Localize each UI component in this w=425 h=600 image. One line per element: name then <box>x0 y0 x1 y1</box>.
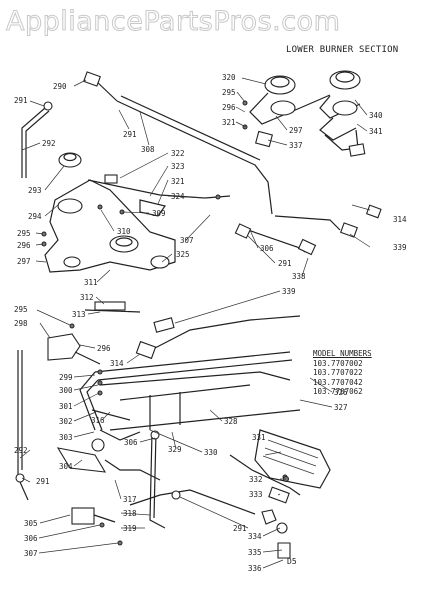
callout-291: 291 <box>233 524 247 533</box>
callout-325: 325 <box>176 250 190 259</box>
callout-319: 319 <box>123 524 137 533</box>
model-number: 103.7707022 <box>313 368 363 377</box>
section-title: LOWER BURNER SECTION <box>286 45 399 55</box>
callout-302: 302 <box>59 417 73 426</box>
callout-291: 291 <box>123 130 137 139</box>
callout-312: 312 <box>80 293 94 302</box>
callout-324: 324 <box>171 192 185 201</box>
callout-295: 295 <box>222 88 236 97</box>
callout-337: 337 <box>289 141 303 150</box>
callout-335: 335 <box>248 548 262 557</box>
callout-292: 292 <box>14 446 28 455</box>
callout-311: 311 <box>84 278 98 287</box>
callout-295: 295 <box>17 229 31 238</box>
callout-leaders <box>19 77 371 569</box>
callout-310: 310 <box>117 227 131 236</box>
model-number: 103.7707002 <box>313 358 363 368</box>
model-number: 103.7707062 <box>313 387 363 396</box>
callout-306: 306 <box>124 438 138 447</box>
callout-322: 322 <box>171 149 185 158</box>
callout-307: 307 <box>24 549 38 558</box>
callout-338: 338 <box>292 272 306 281</box>
callout-299: 299 <box>59 373 73 382</box>
callout-321: 321 <box>171 177 185 186</box>
callout-305: 305 <box>24 519 38 528</box>
callout-332: 332 <box>249 475 263 484</box>
callout-340: 340 <box>369 111 383 120</box>
callout-303: 303 <box>59 433 73 442</box>
callout-297: 297 <box>289 126 303 135</box>
callout-304: 304 <box>59 462 73 471</box>
callout-307: 307 <box>180 236 194 245</box>
page-id: D5 <box>287 557 297 566</box>
callout-301: 301 <box>59 402 73 411</box>
callout-321: 321 <box>222 118 236 127</box>
callout-291: 291 <box>278 259 292 268</box>
callout-293: 293 <box>28 186 42 195</box>
callout-341: 341 <box>369 127 383 136</box>
callout-300: 300 <box>59 386 73 395</box>
callout-294: 294 <box>28 212 42 221</box>
callout-326: 326 <box>334 388 348 397</box>
callout-306: 306 <box>260 244 274 253</box>
callout-339: 339 <box>393 243 407 252</box>
callout-320: 320 <box>222 73 236 82</box>
callout-314: 314 <box>393 215 407 224</box>
callout-323: 323 <box>171 162 185 171</box>
callout-314: 314 <box>110 359 124 368</box>
callout-306: 306 <box>24 534 38 543</box>
callout-333: 333 <box>249 490 263 499</box>
callout-296: 296 <box>97 344 111 353</box>
watermark-logo: AppliancePartsPros.com <box>5 6 341 38</box>
callout-318: 318 <box>123 509 137 518</box>
callout-308: 308 <box>141 145 155 154</box>
model-number: 103.7707042 <box>313 377 363 387</box>
callout-298: 298 <box>14 319 28 328</box>
callout-313: 313 <box>72 310 86 319</box>
callout-297: 297 <box>17 257 31 266</box>
callout-290: 290 <box>53 82 67 91</box>
callout-327: 327 <box>334 403 348 412</box>
callout-339: 339 <box>282 287 296 296</box>
callout-295: 295 <box>14 305 28 314</box>
callout-296: 296 <box>17 241 31 250</box>
callout-329: 329 <box>168 445 182 454</box>
callout-labels: 290 291 292 291 308 320 295 296 321 297 … <box>14 73 407 573</box>
callout-316: 316 <box>91 416 105 425</box>
callout-296: 296 <box>222 103 236 112</box>
callout-331: 331 <box>252 433 266 442</box>
callout-336: 336 <box>248 564 262 573</box>
callout-291: 291 <box>36 477 50 486</box>
callout-334: 334 <box>248 532 262 541</box>
callout-292: 292 <box>42 139 56 148</box>
callout-317: 317 <box>123 495 137 504</box>
callout-328: 328 <box>224 417 238 426</box>
callout-291: 291 <box>14 96 28 105</box>
burner-line-art <box>15 70 382 559</box>
model-numbers-header: MODEL NUMBERS <box>313 349 372 358</box>
callout-330: 330 <box>204 448 218 457</box>
model-numbers-block: MODEL NUMBERS 103.7707002 103.7707022 10… <box>313 349 372 397</box>
callout-309: 309 <box>152 209 166 218</box>
